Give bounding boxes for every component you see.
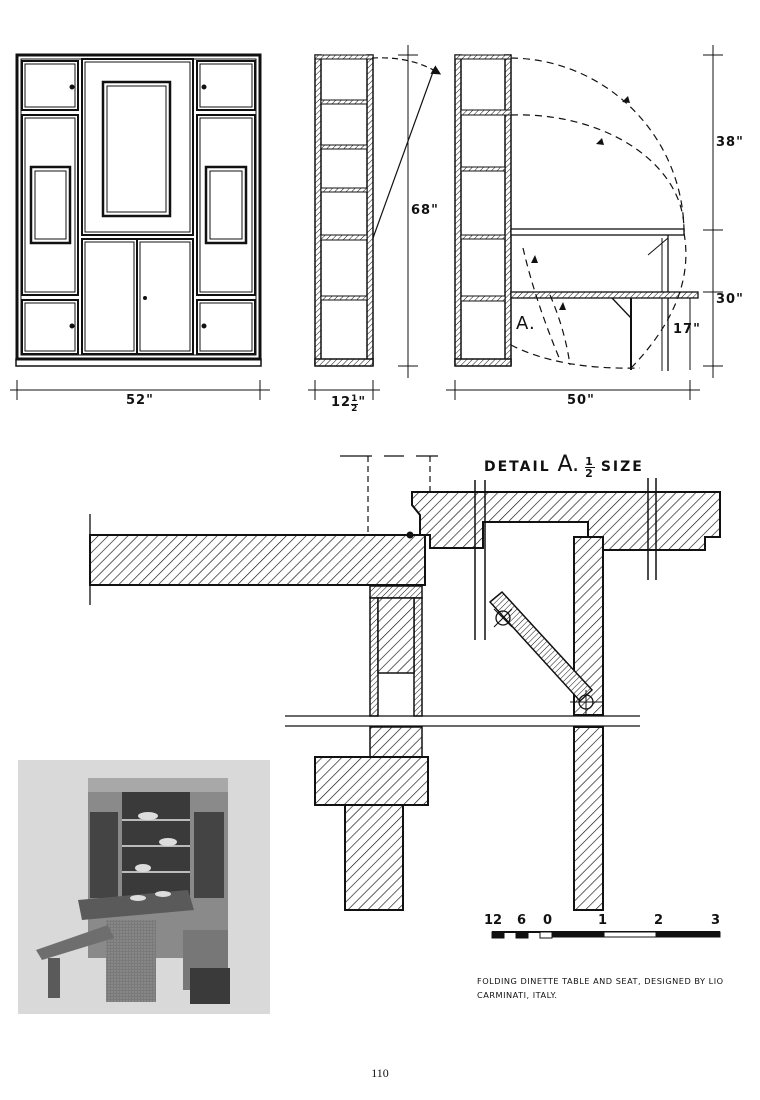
side-depth-dimension <box>308 380 380 400</box>
height-dimension <box>398 45 418 378</box>
open-width-label: 50" <box>567 393 595 408</box>
right-height-dimensions <box>684 45 723 378</box>
detail-marker: A. <box>516 313 536 334</box>
side-section-open <box>454 54 699 371</box>
detail-title-prefix: DETAIL <box>484 459 551 475</box>
front-elevation <box>15 53 262 367</box>
scale-label-6: 6 <box>517 913 527 928</box>
side-depth-den: 2 <box>351 404 359 414</box>
scale-label-12: 12 <box>484 913 503 928</box>
scale-label-3: 3 <box>711 913 721 928</box>
upper-height-label: 38" <box>716 135 744 150</box>
side-depth-unit: " <box>358 395 367 410</box>
figure-caption: Folding dinette table and seat, designed… <box>477 976 724 1000</box>
side-depth-whole: 12 <box>331 395 352 410</box>
open-width-dimension <box>446 380 700 400</box>
front-width-dimension <box>10 380 270 400</box>
furniture-photograph <box>18 760 270 1014</box>
front-width-label: 52" <box>126 393 154 408</box>
detail-title-letter: A. <box>557 452 580 477</box>
detail-a-section <box>89 455 721 911</box>
scale-label-0: 0 <box>543 913 553 928</box>
detail-frac-num: 1 <box>585 454 595 468</box>
detail-title-suffix: SIZE <box>600 459 644 475</box>
height-label: 68" <box>411 203 439 218</box>
table-height-label: 30" <box>716 292 744 307</box>
side-depth-num: 1 <box>351 394 359 404</box>
side-section-closed <box>314 54 442 367</box>
scale-label-1: 1 <box>598 913 608 928</box>
scale-bar <box>491 931 721 939</box>
scale-label-2: 2 <box>654 913 664 928</box>
page-number: 110 <box>371 1066 389 1080</box>
seat-height-label: 17" <box>673 322 701 337</box>
detail-frac-den: 2 <box>585 466 595 480</box>
